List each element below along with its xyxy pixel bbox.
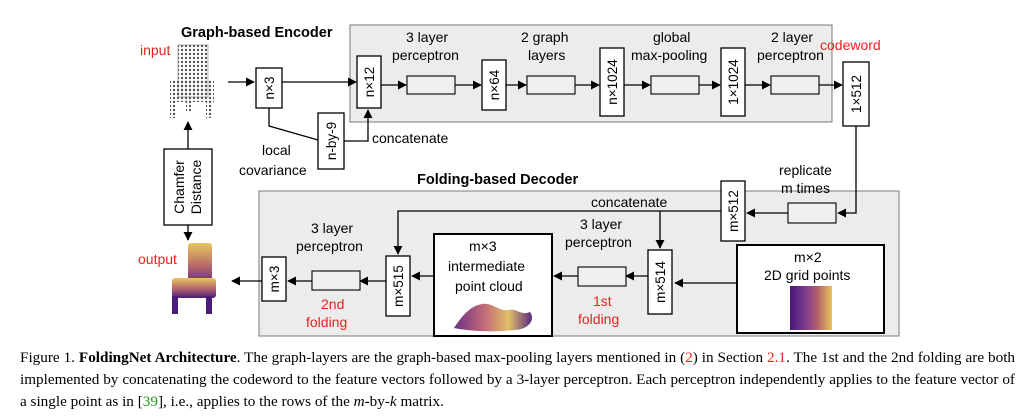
dec-mlp1-line2: perceptron [565, 234, 632, 250]
pool-line2: max-pooling [631, 47, 707, 63]
enc-mlp-line1: 3 layer [406, 29, 448, 45]
fold2-line2: folding [306, 314, 347, 330]
intermediate-line2: intermediate [448, 258, 525, 274]
fold1-line1: 1st [593, 293, 612, 309]
dim-n3: n×3 [262, 77, 277, 100]
grid-line1: m×2 [794, 249, 822, 265]
dim-m515-box [385, 255, 411, 317]
decoder-title: Folding-based Decoder [417, 172, 578, 188]
enc-mlp2-line1: 2 layer [771, 29, 813, 45]
intermediate-line3: point cloud [455, 278, 523, 294]
dim-m512: m×512 [726, 190, 741, 232]
encoder-panel [349, 24, 833, 123]
dim-nby9: n-by-9 [324, 122, 339, 160]
dim-m514: m×514 [653, 261, 668, 303]
dim-1x1024-box [720, 47, 746, 117]
fold1-line2: folding [578, 311, 619, 327]
output-label: output [138, 251, 177, 267]
dim-n1024-box [599, 47, 625, 117]
dim-nby9-box [317, 112, 345, 170]
caption-title: FoldingNet Architecture [78, 349, 237, 366]
dec-mlp2-line2: perceptron [296, 238, 363, 254]
caption-s5: -by- [364, 393, 390, 410]
enc-mlp-line2: perceptron [392, 47, 459, 63]
graph-line1: 2 graph [521, 29, 568, 45]
chamfer-line2: Distance [188, 160, 204, 215]
caption-s3: . The 1st and the 2nd folding are both i… [20, 349, 1016, 410]
dec-mlp2-line1: 3 layer [311, 220, 353, 236]
graph-layers-box [526, 75, 576, 95]
caption-s1: . The graph-layers are the graph-based m… [236, 349, 686, 366]
output-chair-icon [172, 243, 216, 314]
replicate-box [787, 202, 837, 224]
caption-citation[interactable]: 39 [142, 393, 158, 410]
dim-1x512: 1×512 [849, 75, 864, 113]
local-label: local [262, 142, 291, 158]
grid-line2: 2D grid points [764, 267, 850, 283]
dec-mlp1-box [577, 266, 627, 287]
enc-mlp2-line2: perceptron [757, 47, 824, 63]
dim-m514-box [647, 249, 673, 315]
dim-n64-box [481, 59, 507, 111]
dec-mlp1-line1: 3 layer [580, 216, 622, 232]
chamfer-line1: Chamfer [171, 160, 187, 214]
intermediate-cloud-image [454, 303, 533, 332]
caption-var-m: m [353, 393, 365, 410]
graph-line2: layers [528, 47, 565, 63]
dim-n12-box [356, 55, 382, 109]
dim-m512-box [720, 180, 746, 242]
figure-caption: Figure 1. FoldingNet Architecture. The g… [20, 347, 1015, 413]
caption-s2: ) in Section [692, 349, 768, 366]
dim-m3-box [261, 256, 287, 302]
caption-eq-ref[interactable]: 2 [685, 349, 693, 366]
caption-section-ref[interactable]: 2.1 [767, 349, 787, 366]
dim-n64: n×64 [487, 69, 502, 100]
fold2-line1: 2nd [321, 296, 344, 312]
replicate-line1: replicate [779, 162, 832, 178]
encoder-title: Graph-based Encoder [181, 25, 333, 41]
dim-m3: m×3 [267, 266, 282, 293]
dec-mlp2-box [311, 270, 361, 291]
caption-s6: matrix. [396, 393, 444, 410]
input-label: input [140, 42, 170, 58]
chamfer-distance-box [163, 148, 213, 226]
enc-mlp2-box [770, 75, 820, 95]
enc-mlp-box [406, 75, 456, 95]
codeword-label: codeword [820, 37, 881, 53]
covariance-label: covariance [239, 162, 307, 178]
dim-n1024: n×1024 [605, 59, 620, 105]
caption-s4: ], i.e., applies to the rows of the [157, 393, 354, 410]
dim-1x1024: 1×1024 [726, 59, 741, 105]
foldingnet-diagram: Graph-based Encoder Folding-based Decode… [138, 24, 900, 337]
grid-points-image [790, 286, 832, 330]
caption-fig: Figure 1. [20, 349, 75, 366]
input-chair-icon [170, 44, 214, 118]
dim-m515: m×515 [391, 265, 406, 307]
pool-line1: global [653, 29, 690, 45]
dim-n12: n×12 [362, 67, 377, 97]
intermediate-line1: m×3 [469, 238, 497, 254]
concatenate-decoder-label: concatenate [591, 194, 667, 210]
caption-var-k: k [389, 393, 397, 410]
replicate-line2: m times [781, 180, 830, 196]
max-pooling-box [650, 75, 700, 95]
concatenate-encoder-label: concatenate [372, 130, 448, 146]
